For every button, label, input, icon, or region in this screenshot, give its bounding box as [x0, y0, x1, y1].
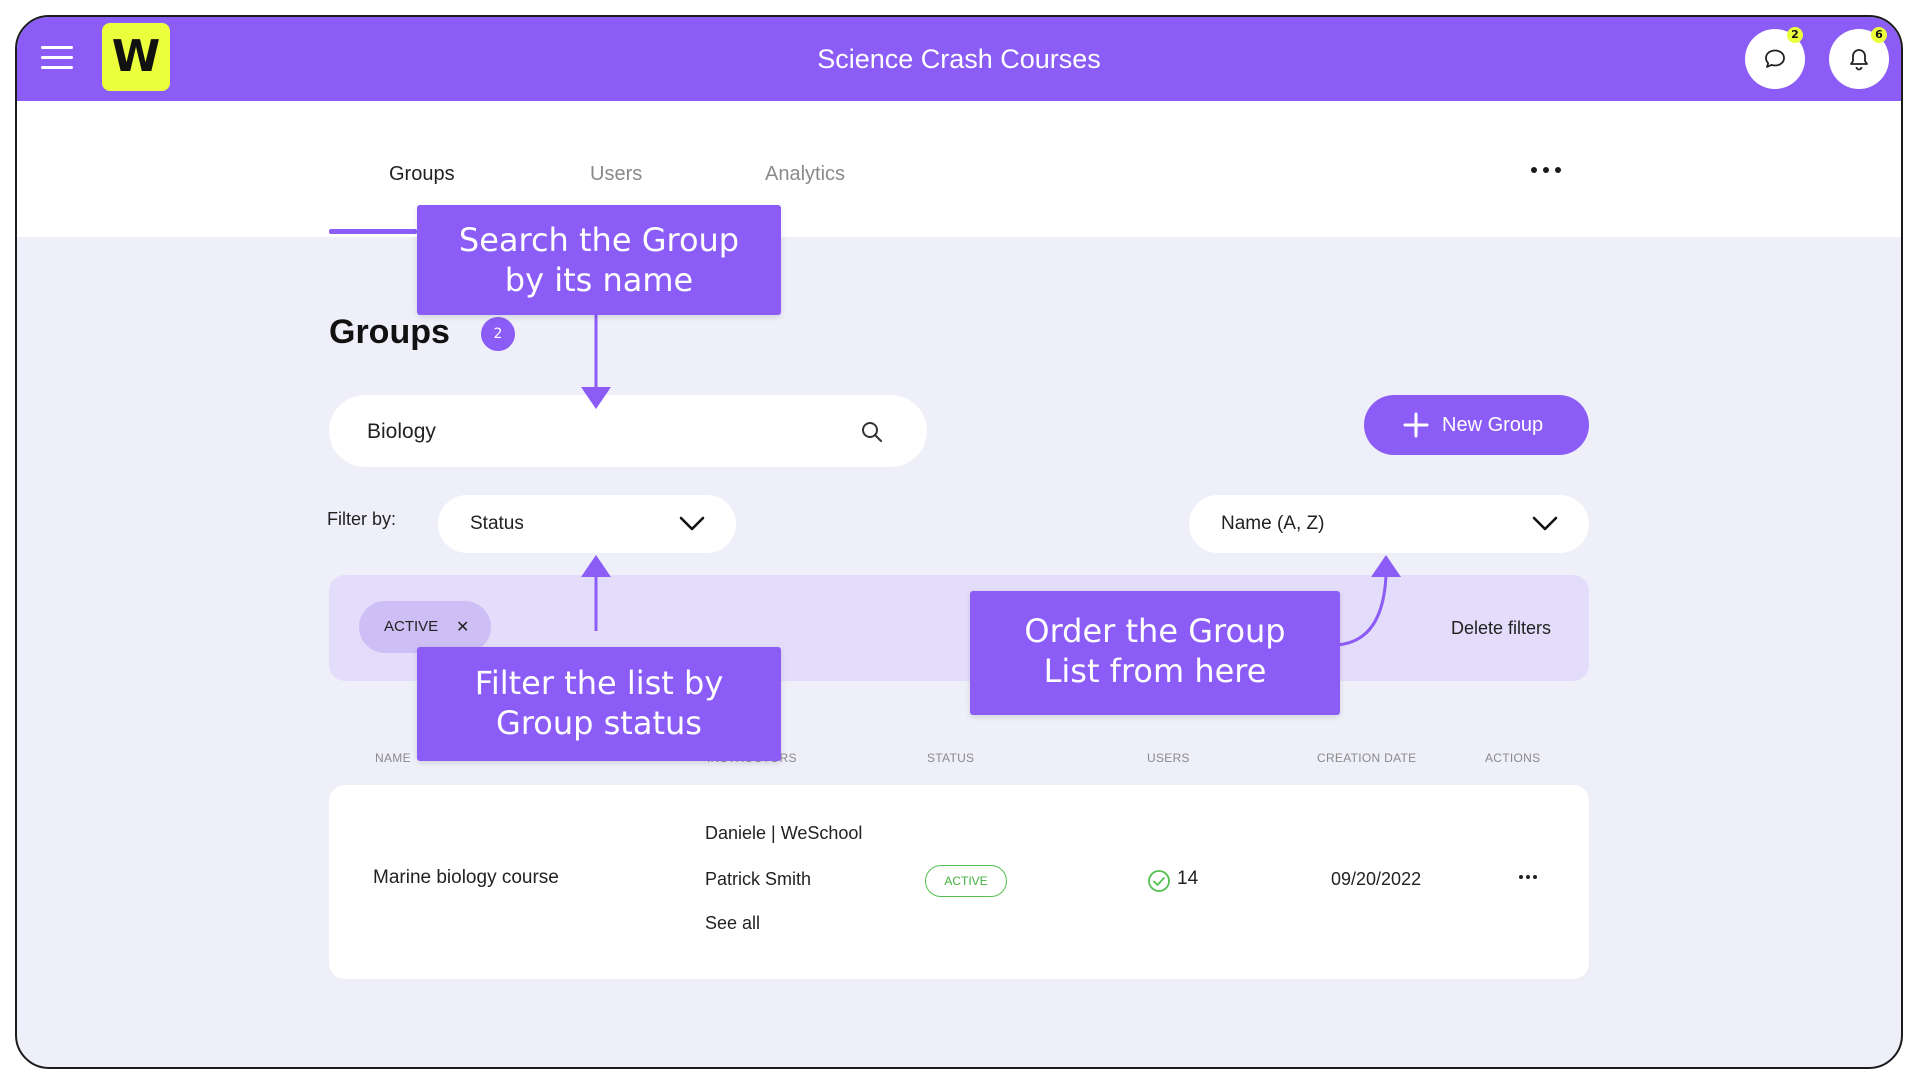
chat-bubble-icon — [1765, 49, 1785, 68]
chevron-down-icon — [1532, 516, 1558, 531]
callout-line: Group status — [496, 704, 702, 742]
check-circle-icon — [1148, 870, 1170, 892]
order-callout: Order the Group List from here — [970, 591, 1340, 715]
new-group-label: New Group — [1442, 414, 1544, 436]
users-count: 14 — [1177, 868, 1199, 889]
filter-callout: Filter the list by Group status — [417, 647, 781, 761]
app-title: Science Crash Courses — [817, 44, 1101, 74]
notifications-button[interactable]: 6 — [1829, 27, 1889, 89]
active-tab-indicator — [329, 229, 417, 234]
order-dropdown[interactable]: Name (A, Z) — [1189, 495, 1589, 553]
top-bar: W Science Crash Courses 2 6 — [17, 17, 1901, 101]
column-header-name: NAME — [375, 751, 411, 765]
tabs-area: Groups Users Analytics — [17, 101, 1901, 237]
filter-callout-arrowhead — [581, 555, 611, 577]
callout-line: Order the Group — [1024, 612, 1286, 650]
filter-by-label: Filter by: — [327, 509, 397, 529]
instructor-name: Daniele | WeSchool — [705, 823, 863, 843]
messages-count-badge: 2 — [1787, 27, 1803, 43]
active-filters-bar: ACTIVE ✕ Delete filters — [329, 575, 1589, 681]
callout-line: by its name — [504, 261, 694, 299]
status-filter-value: Status — [470, 513, 524, 534]
groups-count-badge: 2 — [481, 317, 515, 351]
column-header-actions: ACTIONS — [1485, 751, 1541, 765]
messages-button[interactable]: 2 — [1745, 27, 1805, 89]
order-callout-arrowhead — [1371, 555, 1401, 577]
new-group-button[interactable]: New Group — [1364, 395, 1589, 455]
menu-icon[interactable] — [41, 44, 75, 72]
order-callout-arrow — [1334, 574, 1388, 647]
column-header-creation-date: CREATION DATE — [1317, 751, 1417, 765]
remove-filter-icon[interactable]: ✕ — [456, 617, 470, 636]
row-actions-icon[interactable] — [1515, 867, 1541, 887]
delete-filters-link[interactable]: Delete filters — [1450, 618, 1551, 638]
active-filter-chip-label: ACTIVE — [384, 618, 439, 635]
page-title: Groups — [329, 313, 450, 351]
more-options-icon[interactable] — [1529, 157, 1569, 181]
notifications-count-badge: 6 — [1871, 27, 1887, 43]
callout-line: Filter the list by — [474, 664, 724, 702]
search-icon[interactable] — [859, 419, 885, 445]
tab-analytics[interactable]: Analytics — [765, 163, 846, 185]
tab-users[interactable]: Users — [590, 163, 643, 185]
order-value: Name (A, Z) — [1221, 513, 1325, 534]
bell-icon — [1850, 49, 1868, 71]
status-filter-dropdown[interactable]: Status — [438, 495, 736, 553]
creation-date: 09/20/2022 — [1331, 869, 1422, 889]
search-callout: Search the Group by its name — [417, 205, 781, 315]
see-all-instructors-link[interactable]: See all — [705, 913, 761, 933]
active-filter-chip[interactable]: ACTIVE ✕ — [359, 601, 491, 653]
app-frame: W Science Crash Courses 2 6 Groups Users… — [15, 15, 1903, 1069]
table-row[interactable]: Marine biology course Daniele | WeSchool… — [329, 785, 1589, 979]
brand-logo[interactable]: W — [102, 23, 170, 91]
group-name[interactable]: Marine biology course — [373, 867, 559, 888]
status-badge: ACTIVE — [925, 865, 1007, 897]
instructor-name: Patrick Smith — [705, 869, 812, 889]
chevron-down-icon — [679, 516, 705, 531]
callout-arrows — [581, 313, 1401, 647]
search-callout-arrowhead — [581, 387, 611, 409]
search-input[interactable] — [365, 395, 849, 469]
search-box — [329, 395, 927, 469]
plus-icon — [1403, 412, 1429, 438]
callout-line: Search the Group — [458, 221, 740, 259]
column-header-status: STATUS — [927, 751, 975, 765]
column-header-users: USERS — [1147, 751, 1190, 765]
tab-groups[interactable]: Groups — [389, 163, 455, 185]
callout-line: List from here — [1043, 652, 1267, 690]
